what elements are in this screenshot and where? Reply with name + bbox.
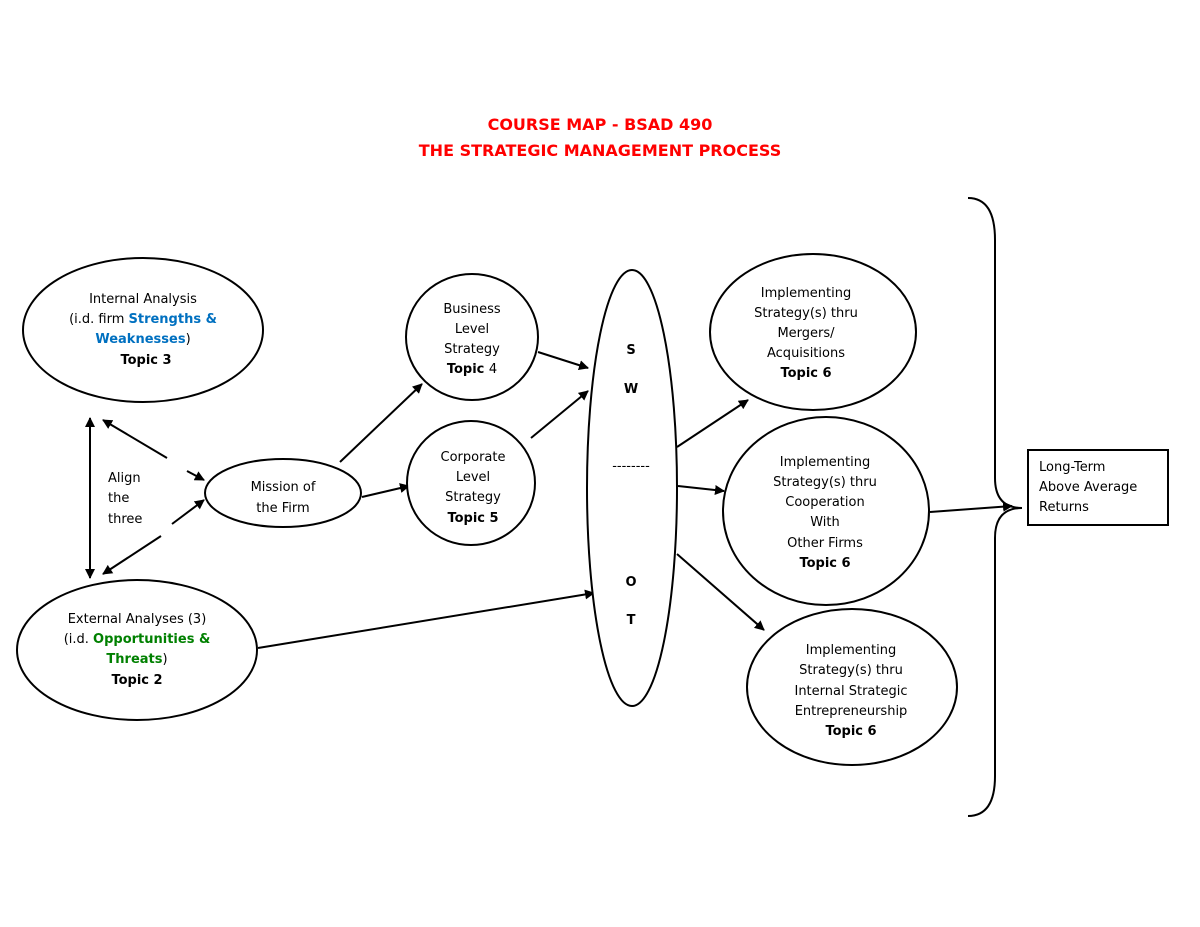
strengths-label: Strengths & — [129, 312, 217, 327]
node-entrepreneurship: Implementing Strategy(s) thru Internal S… — [746, 608, 958, 766]
svg-text:Business: Business — [443, 302, 501, 317]
internal-topic: Topic 3 — [120, 353, 171, 368]
node-swot: S W -------- O T — [586, 269, 678, 707]
align-label: Align the three — [108, 471, 142, 527]
svg-text:Implementing: Implementing — [761, 286, 851, 301]
node-corporate-level: Corporate Level Strategy Topic 5 — [406, 420, 536, 546]
curly-bracket — [967, 197, 1023, 817]
swot-t: T — [627, 613, 636, 628]
threats-label: Threats — [106, 652, 162, 667]
node-internal-analysis: Internal Analysis (i.d. firm Strengths &… — [22, 257, 264, 403]
svg-text:Above Average: Above Average — [1039, 480, 1137, 495]
svg-text:Strategy: Strategy — [444, 342, 500, 357]
svg-text:Align: Align — [108, 471, 141, 486]
svg-text:Returns: Returns — [1039, 500, 1089, 515]
svg-text:Level: Level — [456, 470, 490, 485]
svg-text:Other Firms: Other Firms — [787, 536, 863, 551]
connector-corporate-swot — [530, 390, 589, 439]
swot-w: W — [624, 382, 638, 397]
svg-text:With: With — [810, 515, 840, 530]
title-line-2: THE STRATEGIC MANAGEMENT PROCESS — [419, 141, 781, 160]
svg-text:Cooperation: Cooperation — [785, 495, 864, 510]
internal-line-1: Internal Analysis — [89, 292, 197, 307]
connector-internal-mission-b — [186, 470, 205, 481]
connector-internal-mission-a — [102, 419, 168, 459]
corporate-topic: Topic 5 — [447, 511, 498, 526]
connector-business-swot — [537, 351, 589, 371]
svg-text:three: three — [108, 512, 142, 527]
node-business-level: Business Level Strategy Topic 4 — [405, 273, 539, 401]
svg-text:Mergers/: Mergers/ — [777, 326, 835, 341]
node-mergers: Implementing Strategy(s) thru Mergers/ A… — [709, 253, 917, 411]
connector-swot-mergers — [676, 399, 749, 448]
connectors — [85, 351, 1013, 649]
mission-line-2: the Firm — [256, 501, 309, 516]
svg-text:Strategy: Strategy — [445, 490, 501, 505]
svg-text:Strategy(s) thru: Strategy(s) thru — [754, 306, 858, 321]
external-topic: Topic 2 — [111, 673, 162, 688]
business-topic: Topic 4 — [447, 362, 497, 377]
connector-mission-corporate — [361, 483, 410, 498]
opportunities-label: Opportunities & — [93, 632, 210, 647]
svg-text:Entrepreneurship: Entrepreneurship — [795, 704, 908, 719]
svg-text:Level: Level — [455, 322, 489, 337]
connector-mission-business — [339, 383, 423, 463]
node-returns: Long-Term Above Average Returns — [1027, 449, 1169, 526]
node-mission: Mission of the Firm — [204, 458, 362, 528]
external-line-1: External Analyses (3) — [68, 612, 207, 627]
external-line-2: (i.d. Opportunities & — [64, 632, 211, 647]
svg-text:Acquisitions: Acquisitions — [767, 346, 845, 361]
internal-line-3: Weaknesses) — [95, 332, 190, 347]
connector-swot-cooperation — [677, 485, 725, 495]
svg-text:Internal Strategic: Internal Strategic — [794, 684, 907, 699]
internal-line-2: (i.d. firm Strengths & — [69, 312, 217, 327]
external-line-3: Threats) — [106, 652, 167, 667]
svg-text:Long-Term: Long-Term — [1039, 460, 1105, 475]
mergers-topic: Topic 6 — [780, 366, 831, 381]
swot-o: O — [625, 575, 636, 590]
swot-divider: -------- — [612, 459, 650, 474]
connector-external-mission-b — [171, 499, 205, 525]
connector-cooperation-bracket — [929, 501, 1013, 513]
title-line-1: COURSE MAP - BSAD 490 — [488, 115, 713, 134]
swot-s: S — [626, 343, 635, 358]
node-cooperation: Implementing Strategy(s) thru Cooperatio… — [722, 416, 930, 606]
connector-swot-entrepreneurship — [676, 553, 765, 631]
svg-text:Strategy(s) thru: Strategy(s) thru — [799, 663, 903, 678]
svg-text:Corporate: Corporate — [441, 450, 506, 465]
svg-text:Implementing: Implementing — [780, 455, 870, 470]
svg-text:the: the — [108, 491, 129, 506]
connector-external-mission-a — [102, 535, 162, 575]
mission-line-1: Mission of — [251, 480, 316, 495]
weaknesses-label: Weaknesses — [95, 332, 185, 347]
svg-text:Strategy(s) thru: Strategy(s) thru — [773, 475, 877, 490]
svg-text:Implementing: Implementing — [806, 643, 896, 658]
connector-external-swot — [257, 589, 595, 649]
cooperation-topic: Topic 6 — [799, 556, 850, 571]
entrepreneurship-topic: Topic 6 — [825, 724, 876, 739]
node-external-analyses: External Analyses (3) (i.d. Opportunitie… — [16, 579, 258, 721]
